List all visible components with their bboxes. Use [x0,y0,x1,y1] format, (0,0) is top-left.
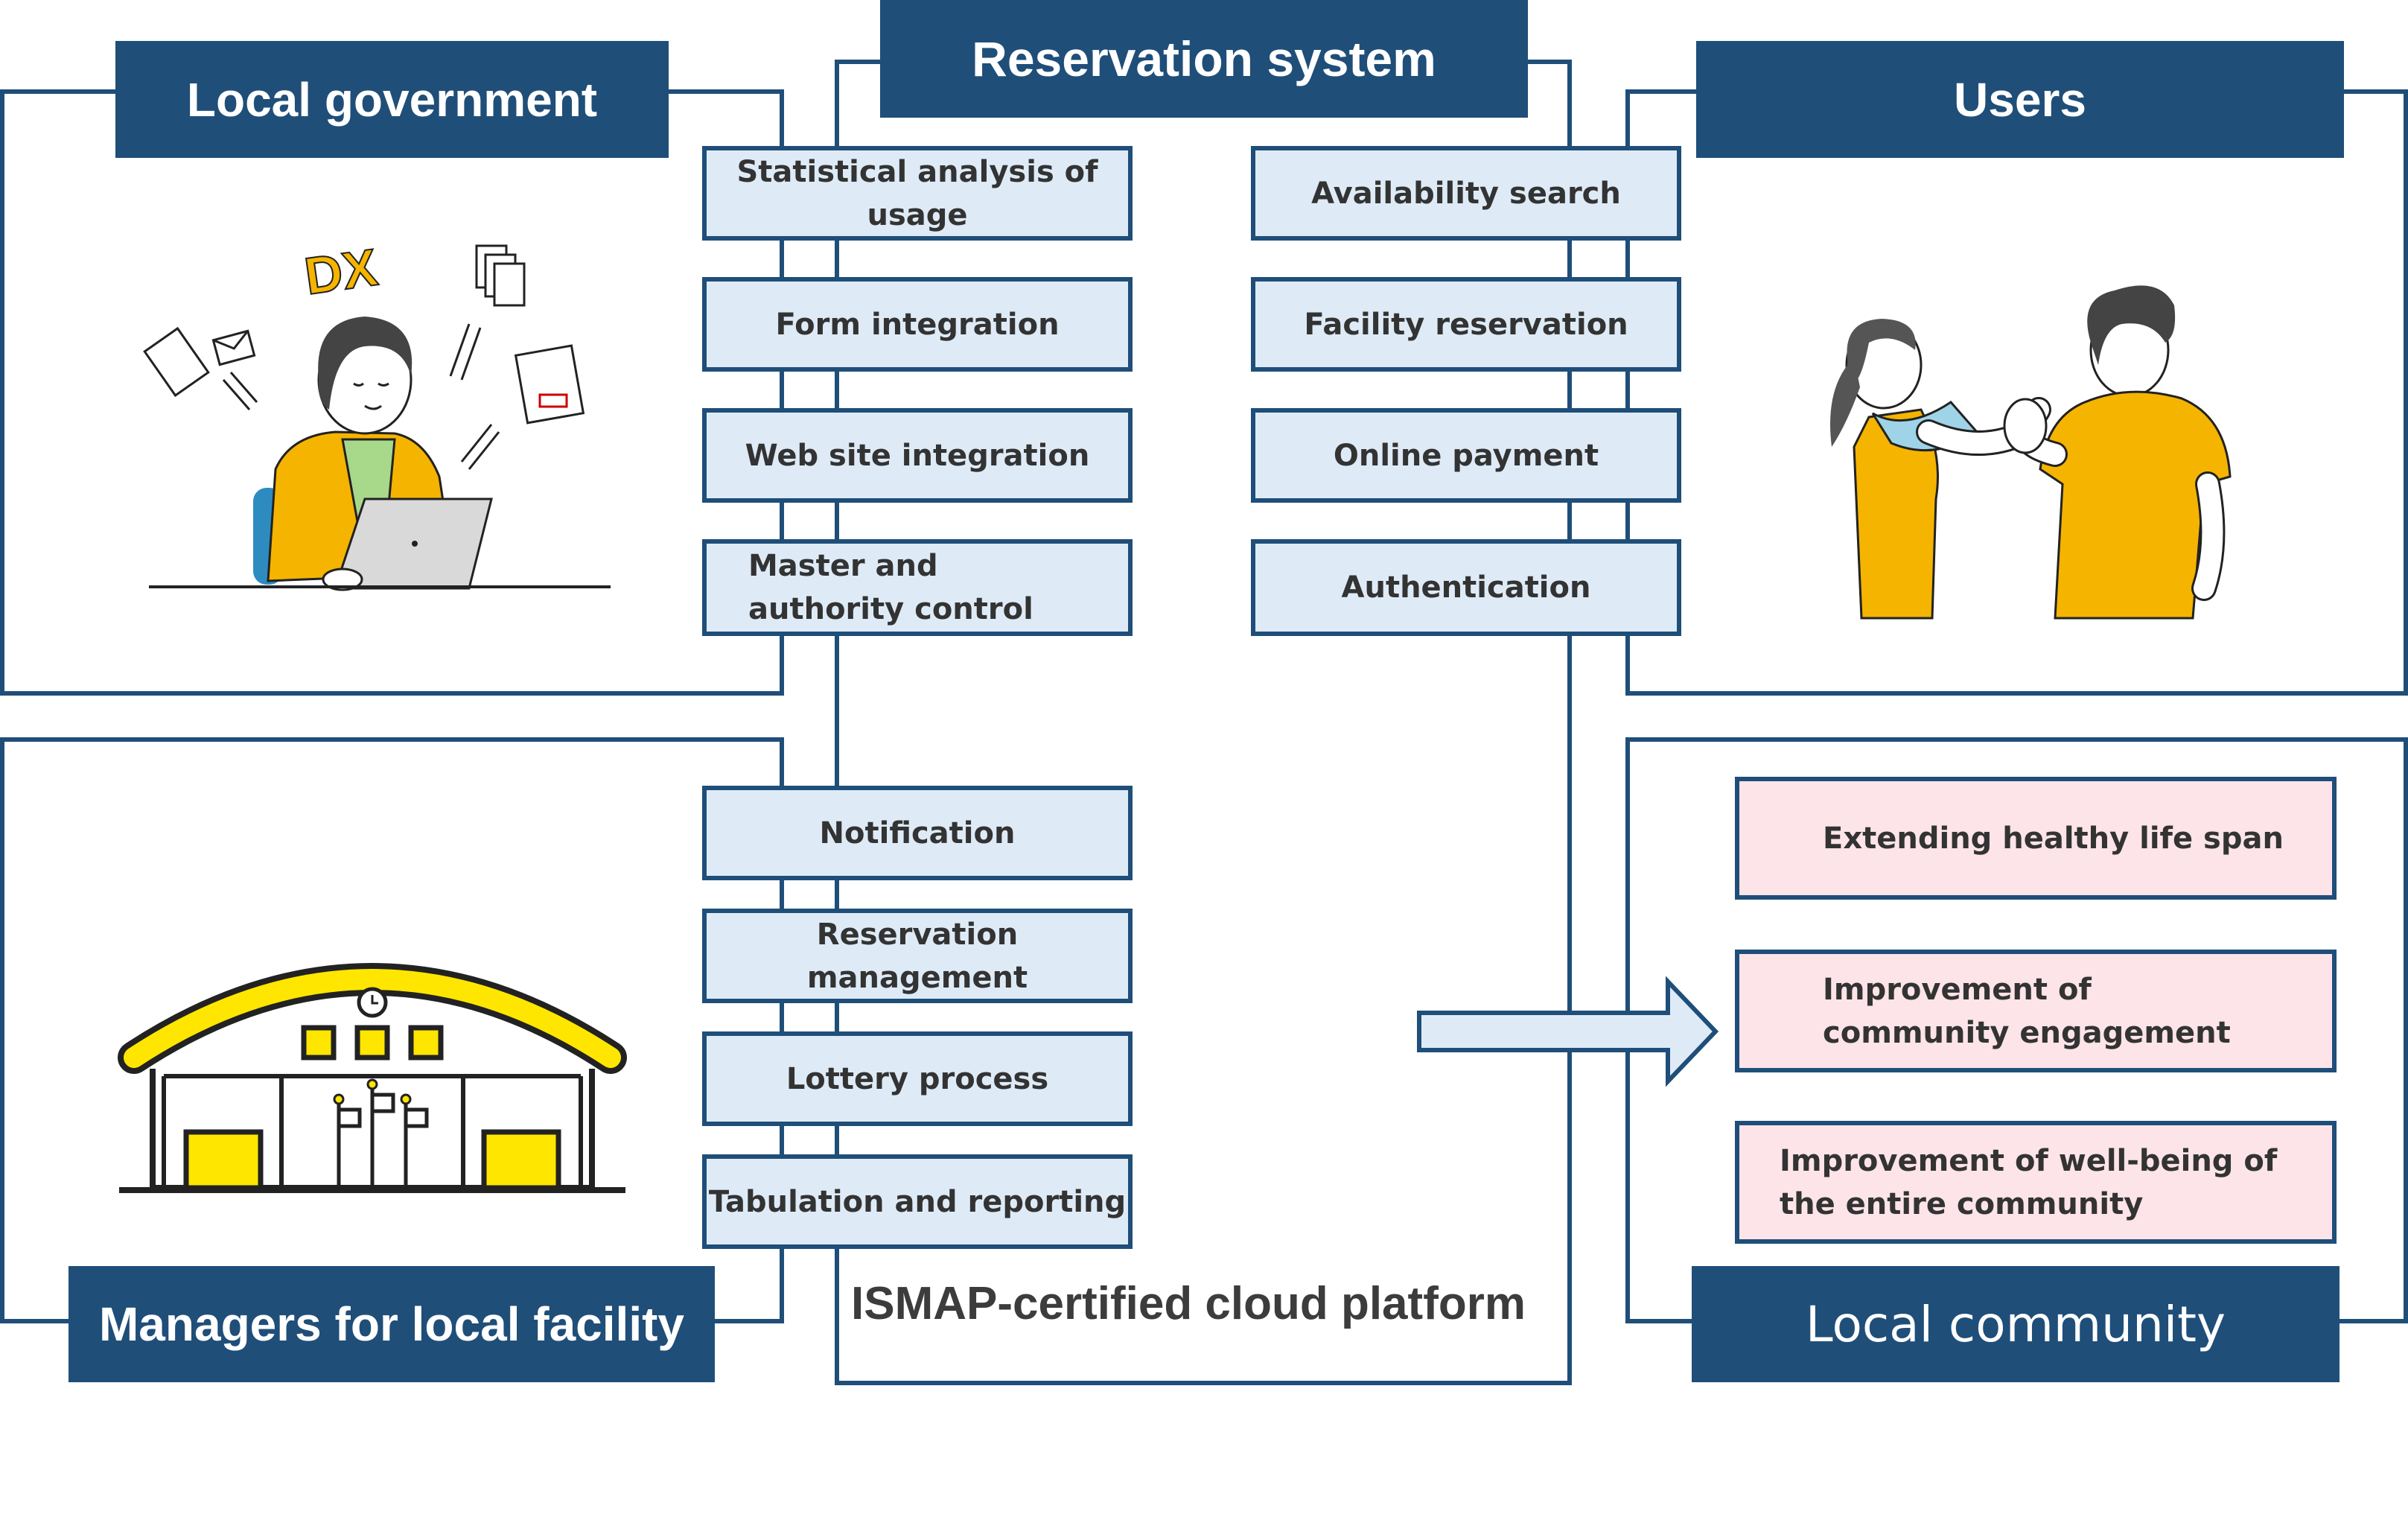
office-worker-laptop-illustration: DX [143,237,611,591]
two-people-handshake-illustration [1830,285,2232,620]
right-arrow-icon [1417,976,1719,1087]
function-authentication: Authentication [1251,539,1681,636]
platform-label: ISMAP-certified cloud platform [851,1278,1526,1329]
benefit-healthy-life-span: Extending healthy life span [1735,777,2337,900]
benefit-community-well-being: Improvement of well-being of the entire … [1735,1121,2337,1244]
facility-managers-panel [0,737,784,1323]
users-title: Users [1696,41,2344,158]
dx-label: DX [301,238,380,305]
users-panel [1625,89,2408,696]
function-lottery-process: Lottery process [702,1031,1133,1126]
benefit-community-engagement: Improvement of community engagement [1735,950,2337,1072]
function-master-authority-control: Master and authority control [702,539,1133,636]
local-government-title: Local government [115,41,669,158]
facility-managers-title: Managers for local facility [69,1266,715,1382]
function-form-integration: Form integration [702,277,1133,372]
function-web-site-integration: Web site integration [702,408,1133,503]
function-online-payment: Online payment [1251,408,1681,503]
function-facility-reservation: Facility reservation [1251,277,1681,372]
local-community-title: Local community [1692,1266,2339,1382]
function-tabulation-reporting: Tabulation and reporting [702,1154,1133,1249]
function-reservation-management: Reservation management [702,909,1133,1003]
reservation-system-title: Reservation system [880,0,1528,118]
function-availability-search: Availability search [1251,146,1681,241]
function-statistical-analysis: Statistical analysis of usage [702,146,1133,241]
function-notification: Notification [702,786,1133,880]
community-facility-building-icon [118,963,627,1193]
